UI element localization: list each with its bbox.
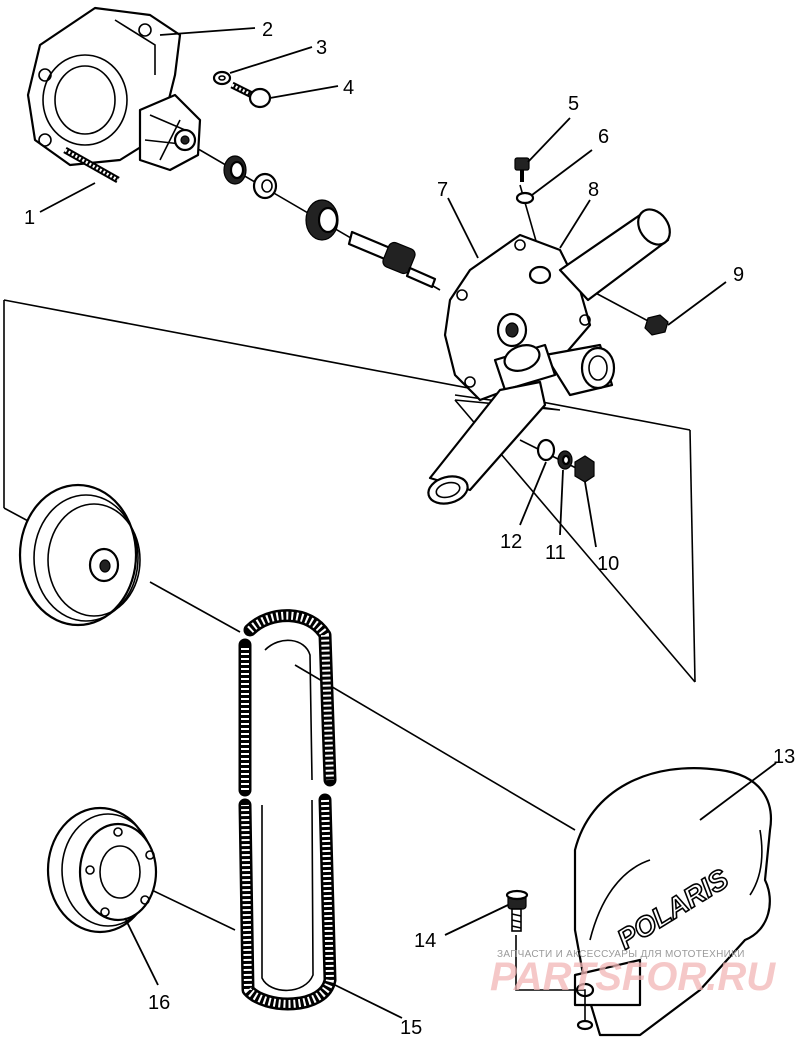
- callout-labels: 1 2 3 4 5 6 7 8 9 10 11 12 13 14 15 16: [24, 19, 795, 1039]
- callout-14: 14: [414, 930, 436, 952]
- callout-13: 13: [773, 746, 795, 768]
- watermark: ЗАПЧАСТИ И АКСЕССУАРЫ ДЛЯ МОТОТЕХНИКИ PA…: [490, 949, 776, 999]
- callout-10: 10: [597, 553, 619, 575]
- callout-12: 12: [500, 531, 522, 553]
- callout-6: 6: [598, 126, 609, 148]
- bolt-part-4: [230, 81, 272, 109]
- callout-11: 11: [545, 542, 566, 564]
- callout-2: 2: [262, 19, 273, 41]
- outlet-elbow: [493, 343, 616, 397]
- callout-8: 8: [588, 179, 599, 201]
- watermark-caption: ЗАПЧАСТИ И АКСЕССУАРЫ ДЛЯ МОТОТЕХНИКИ: [497, 949, 745, 960]
- bolt-part-5: [514, 157, 530, 182]
- callout-3: 3: [316, 37, 327, 59]
- callout-15: 15: [400, 1017, 422, 1039]
- washer-part-6: [515, 191, 535, 205]
- nut-part-10: [574, 455, 595, 483]
- belt-cover-part-13: POLARIS: [573, 767, 772, 1037]
- pump-shaft: [347, 230, 437, 289]
- callout-4: 4: [343, 77, 354, 99]
- bearing: [305, 199, 339, 241]
- mechanical-seal: [223, 155, 247, 185]
- drive-pulley-part-16: [46, 806, 158, 934]
- lockwasher-part-11: [557, 450, 573, 470]
- drive-belt-part-15: [238, 609, 337, 1011]
- washer-part-12: [536, 438, 556, 462]
- callout-5: 5: [568, 93, 579, 115]
- callout-9: 9: [733, 264, 744, 286]
- washer-part-3: [212, 70, 232, 86]
- outlet-tube-part-8: [558, 208, 671, 302]
- impeller: [138, 93, 202, 172]
- bolt-part-14: [505, 889, 594, 1031]
- nut-part-9: [644, 314, 669, 336]
- watermark-site: PARTSFOR.RU: [490, 955, 776, 999]
- callout-7: 7: [437, 179, 448, 201]
- driven-pulley: [18, 483, 141, 627]
- leader-lines: [39, 27, 777, 1019]
- seal-ring: [252, 172, 278, 200]
- stud-part-1: [63, 146, 120, 184]
- callout-1: 1: [24, 207, 35, 229]
- callout-16: 16: [148, 992, 170, 1014]
- inlet-tube: [427, 380, 547, 505]
